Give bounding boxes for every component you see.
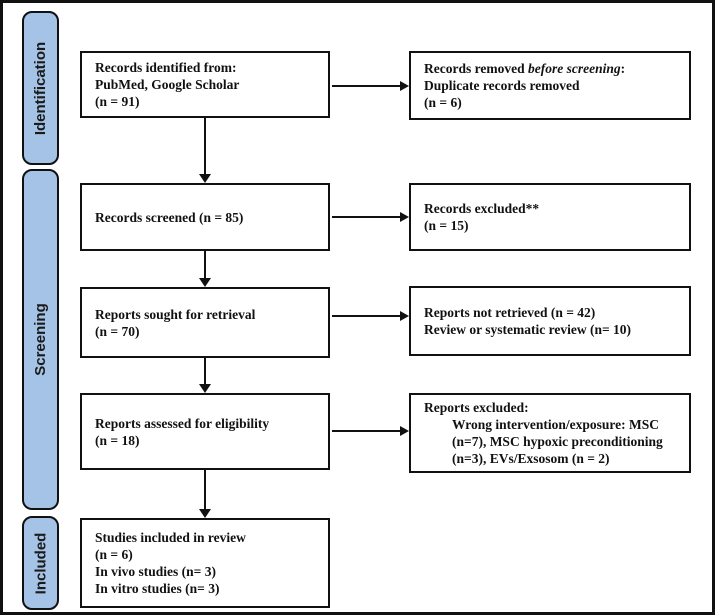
box-reports-assessed: Reports assessed for eligibility (n = 18…	[80, 393, 330, 470]
box-text-line: Records removed before screening:	[424, 60, 681, 77]
box-reports-not-retrieved: Reports not retrieved (n = 42) Review or…	[409, 286, 691, 356]
arrow-assessed-to-reports-excluded	[332, 426, 409, 436]
box-text-line: Duplicate records removed	[424, 78, 580, 93]
arrowhead-right-icon	[400, 311, 409, 321]
arrowhead-down-icon	[199, 278, 211, 287]
box-text-line: Reports assessed for eligibility	[95, 415, 270, 431]
box-text-part: Records removed	[424, 61, 528, 76]
arrow-shaft	[204, 251, 206, 279]
arrow-shaft	[204, 358, 206, 385]
box-text-line: Reports sought for retrieval	[95, 306, 256, 322]
box-text-line: Studies included in review	[95, 530, 246, 545]
arrowhead-right-icon	[400, 81, 409, 91]
box-text-line: (n=3), EVs/Exsosom (n = 2)	[452, 451, 610, 466]
stage-label-identification: Identification	[32, 41, 49, 135]
box-text-line: Review or systematic review (n= 10)	[424, 322, 632, 337]
box-reports-sought: Reports sought for retrieval (n = 70)	[80, 287, 330, 358]
box-text-line: (n=7), MSC hypoxic preconditioning	[452, 434, 663, 449]
arrow-identified-to-screened	[199, 118, 211, 183]
box-text-line: Records screened (n = 85)	[95, 209, 244, 225]
stage-bar-identification: Identification	[22, 11, 59, 165]
arrow-screened-to-sought	[199, 251, 211, 287]
arrow-sought-to-not-retrieved	[332, 311, 409, 321]
arrowhead-down-icon	[199, 509, 211, 518]
box-studies-included: Studies included in review (n = 6) In vi…	[80, 518, 330, 608]
arrow-shaft	[332, 315, 401, 317]
arrowhead-down-icon	[199, 384, 211, 393]
stage-bar-screening: Screening	[22, 169, 59, 510]
stage-label-included: Included	[32, 532, 50, 594]
box-text-line: Wrong intervention/exposure: MSC	[452, 417, 660, 432]
arrow-identified-to-removed	[332, 81, 409, 91]
box-text-line: (n = 15)	[424, 218, 469, 233]
arrow-shaft	[332, 85, 401, 87]
arrow-assessed-to-included	[199, 470, 211, 518]
box-text-line: (n = 18)	[95, 432, 140, 448]
arrow-screened-to-excluded	[332, 212, 409, 222]
arrowhead-down-icon	[199, 174, 211, 183]
stage-bar-included: Included	[22, 516, 59, 610]
arrow-shaft	[204, 118, 206, 175]
box-text-line: (n = 70)	[95, 323, 140, 339]
box-text-line: Records excluded**	[424, 201, 540, 216]
box-text-line: Reports excluded:	[424, 400, 529, 415]
box-records-identified: Records identified from: PubMed, Google …	[80, 51, 330, 118]
arrow-shaft	[204, 470, 206, 510]
arrowhead-right-icon	[400, 426, 409, 436]
box-text-line: In vitro studies (n= 3)	[95, 581, 220, 596]
arrowhead-right-icon	[400, 212, 409, 222]
box-records-excluded: Records excluded** (n = 15)	[409, 183, 691, 251]
stage-label-screening: Screening	[32, 303, 49, 376]
box-text-italic: before screening	[527, 61, 621, 76]
box-text-line: Reports not retrieved (n = 42)	[424, 305, 596, 320]
box-text-line: (n = 91)	[95, 94, 140, 109]
box-text-part: :	[620, 61, 626, 76]
arrow-sought-to-assessed	[199, 358, 211, 393]
box-text-line: Records identified from:	[95, 60, 237, 75]
box-text-line: In vivo studies (n= 3)	[95, 564, 216, 579]
box-text-line: (n = 6)	[424, 95, 462, 110]
box-records-screened: Records screened (n = 85)	[80, 183, 330, 251]
box-text-line: PubMed, Google Scholar	[95, 77, 240, 92]
arrow-shaft	[332, 216, 401, 218]
box-reports-excluded-reasons: Reports excluded: Wrong intervention/exp…	[409, 393, 691, 473]
arrow-shaft	[332, 430, 401, 432]
box-text-line: (n = 6)	[95, 547, 133, 562]
box-records-removed: Records removed before screening: Duplic…	[409, 51, 691, 120]
